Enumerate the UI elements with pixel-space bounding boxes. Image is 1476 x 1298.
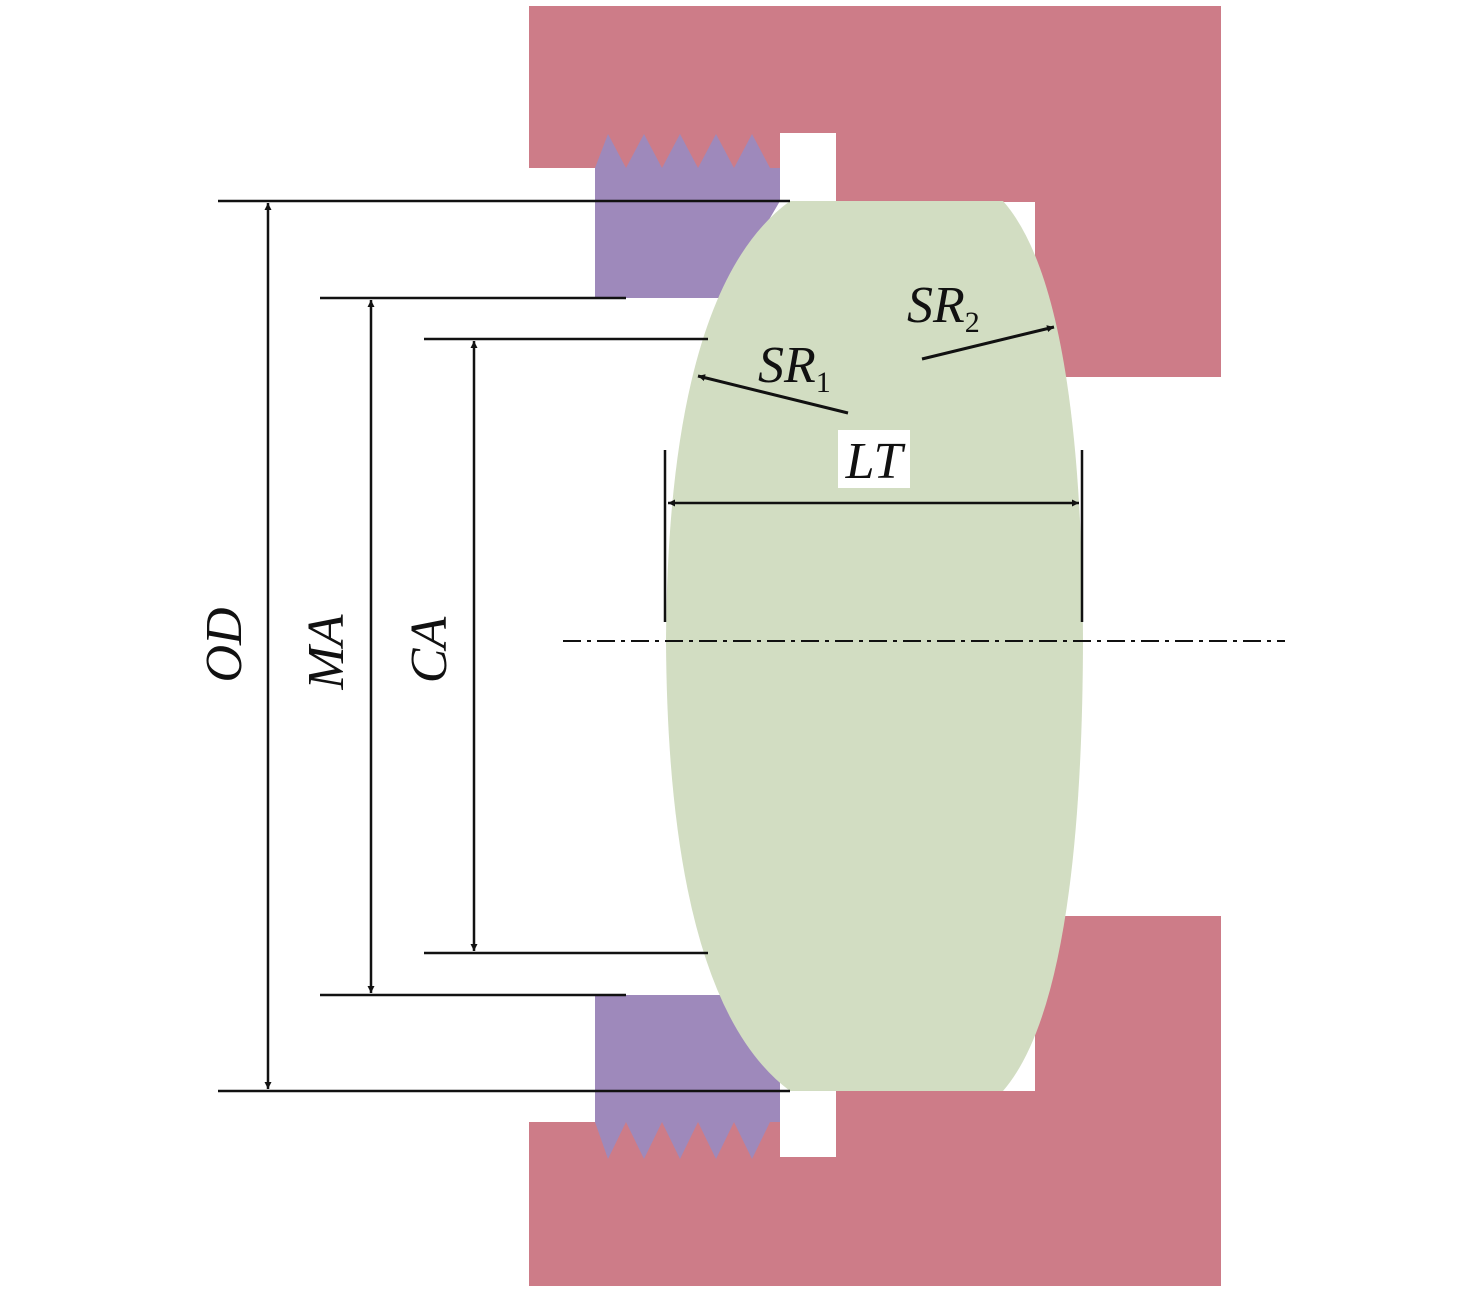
ca-label: CA — [401, 617, 458, 684]
sr2-leader-arrow — [921, 325, 1055, 361]
housing-bottom — [529, 916, 1221, 1286]
sr1-label-main: SR — [758, 337, 816, 394]
od-label: OD — [196, 607, 253, 682]
sr2-label: SR2 — [907, 277, 980, 339]
housing-top — [529, 6, 1221, 377]
ma-label: MA — [298, 614, 355, 690]
lens-element — [666, 201, 1083, 1091]
sr1-label: SR1 — [758, 337, 831, 399]
sr2-label-main: SR — [907, 277, 965, 334]
sr1-label-subscript: 1 — [816, 366, 831, 399]
sr1-leader-arrow — [697, 374, 849, 415]
retaining-ring-top — [595, 134, 780, 298]
retaining-ring-bottom — [595, 995, 780, 1159]
sr2-label-subscript: 2 — [965, 306, 980, 339]
lt-label-background — [838, 430, 910, 488]
lt-label: LT — [845, 433, 906, 490]
